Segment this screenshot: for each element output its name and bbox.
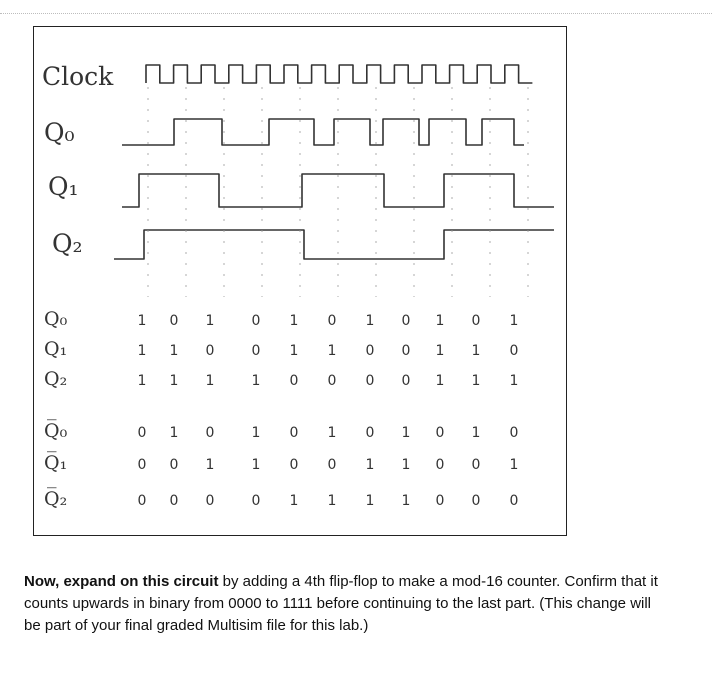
table-cell: 0	[510, 493, 519, 509]
table-cell: 1	[402, 425, 411, 441]
table-cell: 1	[472, 343, 481, 359]
table-cell: 1	[290, 313, 299, 329]
table-cell: 1	[290, 343, 299, 359]
table-cell: 0	[510, 425, 519, 441]
table-cell: 0	[290, 457, 299, 473]
table-cell: 1	[252, 373, 261, 389]
table-cell: 0	[138, 425, 147, 441]
table-cell: 0	[402, 343, 411, 359]
table-cell: 1	[402, 493, 411, 509]
table-row-label: Q₁	[44, 338, 67, 360]
q1-label: Q₁	[48, 172, 79, 201]
q2-waveform	[114, 229, 554, 260]
table-cell: 0	[402, 373, 411, 389]
table-cell: 0	[252, 343, 261, 359]
table-cell: 0	[472, 493, 481, 509]
table-cell: 0	[366, 343, 375, 359]
table-cell: 1	[510, 313, 519, 329]
table-cell: 0	[402, 313, 411, 329]
table-row-label: Q₂	[44, 368, 67, 390]
table-cell: 0	[436, 493, 445, 509]
q1-waveform	[122, 173, 554, 208]
table-cell: 1	[138, 313, 147, 329]
table-cell: 0	[436, 457, 445, 473]
table-cell: 0	[138, 457, 147, 473]
table-cell: 0	[206, 425, 215, 441]
table-cell: 0	[206, 493, 215, 509]
table-cell: 0	[138, 493, 147, 509]
table-cell: 1	[328, 493, 337, 509]
table-cell: 1	[472, 425, 481, 441]
table-row-label: Q̅₀	[44, 420, 68, 442]
table-row-label: Q̅₁	[44, 452, 67, 474]
table-cell: 0	[510, 343, 519, 359]
table-cell: 1	[170, 343, 179, 359]
clock-label: Clock	[42, 62, 114, 91]
table-cell: 1	[170, 425, 179, 441]
table-cell: 1	[328, 343, 337, 359]
table-cell: 1	[252, 425, 261, 441]
table-cell: 1	[252, 457, 261, 473]
table-cell: 1	[402, 457, 411, 473]
table-cell: 0	[436, 425, 445, 441]
instruction-paragraph: Now, expand on this circuit by adding a …	[24, 571, 664, 637]
table-cell: 0	[170, 493, 179, 509]
table-cell: 0	[328, 457, 337, 473]
table-cell: 1	[138, 373, 147, 389]
table-cell: 1	[436, 373, 445, 389]
table-cell: 1	[366, 313, 375, 329]
table-cell: 0	[366, 373, 375, 389]
table-cell: 1	[436, 313, 445, 329]
q0-label: Q₀	[44, 118, 75, 147]
table-cell: 1	[328, 425, 337, 441]
table-cell: 1	[170, 373, 179, 389]
table-cell: 0	[328, 313, 337, 329]
instruction-text: by adding a 4th flip-flop to make a mod-…	[24, 573, 658, 634]
table-cell: 0	[170, 313, 179, 329]
table-cell: 0	[472, 313, 481, 329]
table-cell: 1	[206, 457, 215, 473]
table-row-label: Q₀	[44, 308, 68, 330]
table-cell: 1	[206, 313, 215, 329]
table-cell: 0	[366, 425, 375, 441]
table-cell: 1	[366, 493, 375, 509]
table-cell: 1	[472, 373, 481, 389]
table-cell: 0	[328, 373, 337, 389]
table-cell: 0	[290, 425, 299, 441]
table-cell: 0	[290, 373, 299, 389]
table-cell: 1	[510, 457, 519, 473]
instruction-bold: Now, expand on this circuit	[24, 573, 219, 590]
table-cell: 0	[252, 313, 261, 329]
table-row-label: Q̅₂	[44, 488, 67, 510]
q0-waveform	[122, 118, 524, 146]
table-cell: 1	[366, 457, 375, 473]
table-cell: 1	[290, 493, 299, 509]
table-cell: 1	[206, 373, 215, 389]
table-cell: 0	[206, 343, 215, 359]
table-cell: 0	[472, 457, 481, 473]
table-cell: 1	[510, 373, 519, 389]
clock-waveform	[145, 64, 533, 84]
table-cell: 1	[138, 343, 147, 359]
table-cell: 1	[436, 343, 445, 359]
q2-label: Q₂	[52, 229, 83, 258]
table-cell: 0	[252, 493, 261, 509]
table-cell: 0	[170, 457, 179, 473]
top-divider	[0, 13, 712, 14]
